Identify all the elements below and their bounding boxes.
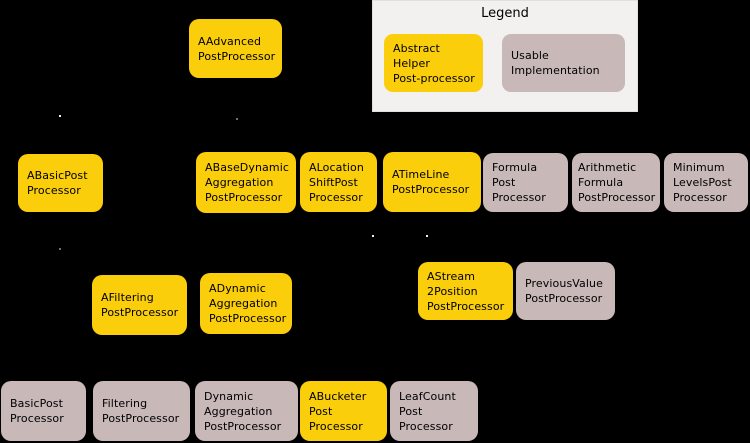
node-atimeline-postprocessor: ATimeLine PostProcessor	[383, 152, 481, 212]
edge-junction-dot	[426, 235, 428, 237]
node-previousvalue-postprocessor: PreviousValue PostProcessor	[516, 262, 615, 320]
node-abucketer-post-processor: ABucketer Post Processor	[300, 381, 387, 441]
node-label: BasicPost Processor	[10, 397, 64, 425]
node-label: Arithmetic Formula PostProcessor	[578, 161, 656, 204]
legend-panel: Legend Abstract Helper Post-processor Us…	[372, 0, 638, 112]
node-filtering-postprocessor: Filtering PostProcessor	[93, 381, 190, 441]
node-minimum-levelspost-processor: Minimum LevelsPost Processor	[664, 153, 748, 212]
edge-junction-dot	[236, 118, 238, 120]
node-arithmetic-formula-postprocessor: Arithmetic Formula PostProcessor	[572, 153, 660, 212]
edge-junction-dot	[372, 235, 374, 237]
node-label: ABucketer Post Processor	[309, 389, 367, 433]
node-label: Formula Post Processor	[492, 161, 546, 204]
node-label: AFiltering PostProcessor	[101, 291, 179, 319]
node-leafcount-post-processor: LeafCount Post Processor	[390, 381, 478, 441]
node-label: ABasicPost Processor	[27, 169, 88, 197]
node-formula-post-processor: Formula Post Processor	[483, 153, 568, 212]
node-basicpost-processor: BasicPost Processor	[1, 381, 86, 441]
node-label: ADynamic Aggregation PostProcessor	[209, 282, 287, 325]
legend-title: Legend	[481, 6, 529, 21]
node-adynamic-aggregation-postprocessor: ADynamic Aggregation PostProcessor	[200, 273, 292, 334]
node-afiltering-postprocessor: AFiltering PostProcessor	[92, 275, 187, 335]
node-label: ATimeLine PostProcessor	[392, 168, 470, 196]
node-astream-2position-postprocessor: AStream 2Position PostProcessor	[418, 262, 513, 320]
legend-swatch-usable-implementation: Usable Implementation	[502, 34, 625, 92]
legend-swatch-label: Usable Implementation	[511, 49, 600, 77]
node-label: ALocation ShiftPost Processor	[309, 160, 364, 204]
node-alocation-shiftpost-processor: ALocation ShiftPost Processor	[300, 152, 377, 212]
node-abasicpost-processor: ABasicPost Processor	[18, 154, 103, 212]
node-aadvanced-postprocessor: AAdvanced PostProcessor	[189, 19, 282, 78]
edge-junction-dot	[59, 248, 61, 250]
node-dynamic-aggregation-postprocessor: Dynamic Aggregation PostProcessor	[195, 381, 298, 441]
node-label: Dynamic Aggregation PostProcessor	[204, 389, 282, 433]
node-label: Minimum LevelsPost Processor	[673, 161, 732, 204]
legend-swatch-abstract-helper: Abstract Helper Post-processor	[384, 34, 483, 92]
node-label: LeafCount Post Processor	[399, 389, 456, 433]
edge-junction-dot	[59, 115, 61, 117]
legend-swatch-label: Abstract Helper Post-processor	[393, 41, 475, 85]
node-abasedynamic-aggregation-postprocessor: ABaseDynamic Aggregation PostProcessor	[196, 152, 296, 213]
node-label: AAdvanced PostProcessor	[198, 34, 276, 63]
node-label: AStream 2Position PostProcessor	[427, 269, 505, 313]
node-label: PreviousValue PostProcessor	[525, 277, 603, 305]
node-label: Filtering PostProcessor	[102, 397, 180, 425]
node-label: ABaseDynamic Aggregation PostProcessor	[205, 161, 290, 204]
